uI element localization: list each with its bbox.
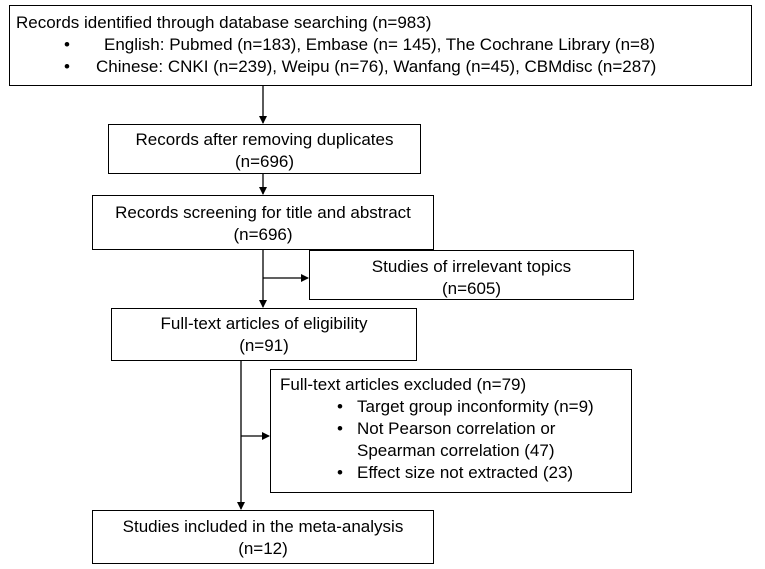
eligibility-box: Full-text articles of eligibility (n=91) [111,308,417,361]
english-databases-text: English: Pubmed (n=183), Embase (n= 145)… [104,35,656,54]
irrelevant-topics-label: Studies of irrelevant topics [371,257,572,276]
after-duplicates-box: Records after removing duplicates (n=696… [108,124,421,174]
included-count: (n=12) [238,539,288,558]
screening-count: (n=696) [233,225,293,244]
english-databases-item: • English: Pubmed (n=183), Embase (n= 14… [16,34,751,56]
records-identified-box: Records identified through database sear… [9,5,752,86]
screening-box: Records screening for title and abstract… [92,195,434,250]
excluded-reason-not-pearson: • Not Pearson correlation or [280,418,631,440]
bullet: • [337,397,343,416]
bullet: • [337,463,343,482]
eligibility-count: (n=91) [239,336,289,355]
excluded-title: Full-text articles excluded (n=79) [280,375,527,394]
bullet: • [64,35,70,54]
excluded-reason-text: Effect size not extracted (23) [357,463,574,482]
after-duplicates-count: (n=696) [234,152,295,171]
excluded-reason-text: Spearman correlation (47) [357,441,555,460]
irrelevant-topics-count: (n=605) [441,279,502,298]
irrelevant-topics-box: Studies of irrelevant topics (n=605) [309,250,634,300]
excluded-reason-text: Not Pearson correlation or [357,419,556,438]
screening-label: Records screening for title and abstract [115,203,411,222]
bullet: • [64,57,70,76]
excluded-reason-effect-size: • Effect size not extracted (23) [280,462,631,484]
included-label: Studies included in the meta-analysis [122,517,404,536]
chinese-databases-item: • Chinese: CNKI (n=239), Weipu (n=76), W… [16,56,751,78]
eligibility-label: Full-text articles of eligibility [160,314,368,333]
excluded-box: Full-text articles excluded (n=79) • Tar… [270,369,632,493]
after-duplicates-label: Records after removing duplicates [135,130,394,149]
bullet: • [337,419,343,438]
excluded-reason-spearman-continued: Spearman correlation (47) [280,440,631,462]
chinese-databases-text: Chinese: CNKI (n=239), Weipu (n=76), Wan… [96,57,657,76]
excluded-reason-target-group: • Target group inconformity (n=9) [280,396,631,418]
included-box: Studies included in the meta-analysis (n… [92,510,434,564]
excluded-reason-text: Target group inconformity (n=9) [357,397,594,416]
records-identified-title: Records identified through database sear… [16,13,432,32]
